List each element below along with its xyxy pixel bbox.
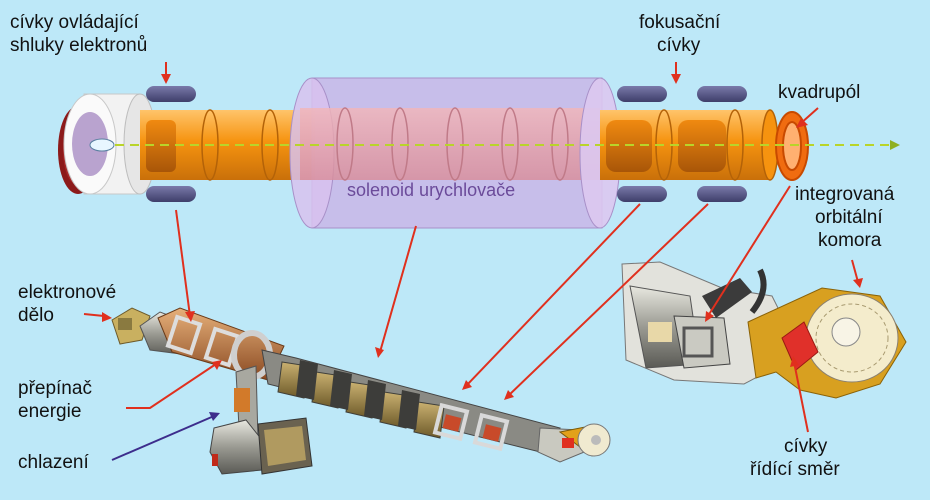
accelerator-3d [111,307,611,475]
bunch-coil-bottom [146,186,196,202]
schematic-top [58,77,900,229]
electron-gun-cathode [89,138,115,152]
label-orbital-chamber-line2: orbitální [815,207,883,228]
label-steering-coils-line1: cívky [784,436,828,457]
label-electron-gun-line2: dělo [18,305,54,326]
focus-coil-1-bottom [617,186,667,202]
bunch-coil-top [146,86,196,102]
label-bunch-coils-line1: cívky ovládající [10,12,139,33]
focus-coil-2-bottom [697,186,747,202]
label-bunch-coils-line2: shluky elektronů [10,35,148,56]
label-energy-switch-line1: přepínač [18,378,92,399]
label-electron-gun-line1: elektronové [18,282,117,303]
label-cooling: chlazení [18,452,89,473]
label-orbital-chamber-line1: integrovaná [795,184,895,205]
focus-coil-2-top [697,86,747,102]
pointer-arrows [83,62,863,461]
label-focusing-coils-line2: cívky [657,35,701,56]
label-solenoid: solenoid urychlovače [347,180,516,200]
focus-coil-1-top [617,86,667,102]
orbital-chamber-detail [621,261,907,399]
label-orbital-chamber-line3: komora [818,230,882,251]
label-focusing-coils-line1: fokusační [639,12,721,33]
label-steering-coils-line2: řídící směr [750,459,840,480]
label-quadrupole: kvadrupól [778,82,861,103]
label-energy-switch-line2: energie [18,401,82,422]
